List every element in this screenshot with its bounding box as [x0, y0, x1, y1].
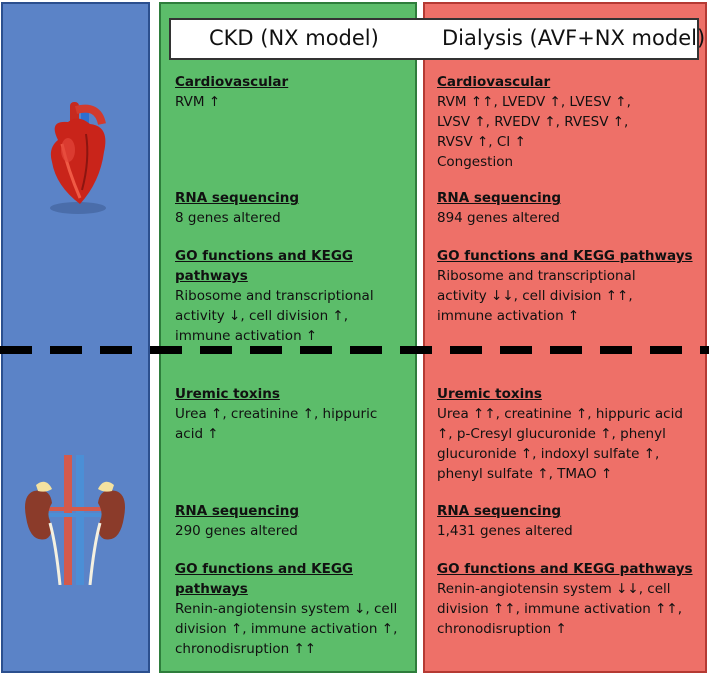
section-text: Urea ↑↑, creatinine ↑, hippuric acid ↑, …	[437, 406, 683, 482]
dialysis-kidney-go-block: GO functions and KEGG pathways Renin-ang…	[437, 559, 703, 639]
section-divider	[0, 346, 709, 354]
ckd-kidney-go-block: GO functions and KEGG pathways Renin-ang…	[175, 559, 415, 659]
dialysis-column	[423, 2, 707, 673]
section-text: 8 genes altered	[175, 210, 281, 226]
section-heading: GO functions and KEGG pathways	[437, 248, 693, 264]
ckd-heart-go-block: GO functions and KEGG pathways Ribosome …	[175, 246, 415, 346]
dialysis-uremic-toxins-block: Uremic toxins Urea ↑↑, creatinine ↑, hip…	[437, 384, 703, 484]
section-heading: Cardiovascular	[175, 74, 289, 90]
section-heading: GO functions and KEGG pathways	[175, 561, 353, 597]
section-heading: RNA sequencing	[437, 190, 561, 206]
dialysis-heart-go-block: GO functions and KEGG pathways Ribosome …	[437, 246, 703, 326]
section-text: 894 genes altered	[437, 210, 560, 226]
section-heading: RNA sequencing	[437, 503, 561, 519]
ckd-kidney-rna-block: RNA sequencing 290 genes altered	[175, 501, 415, 541]
section-text: Renin-angiotensin system ↓, cell divisio…	[175, 601, 398, 657]
header-box	[169, 18, 699, 60]
section-heading: RNA sequencing	[175, 190, 299, 206]
dialysis-heart-rna-block: RNA sequencing 894 genes altered	[437, 188, 703, 228]
section-text: 1,431 genes altered	[437, 523, 573, 539]
dialysis-kidney-rna-block: RNA sequencing 1,431 genes altered	[437, 501, 703, 541]
section-heading: Uremic toxins	[175, 386, 280, 402]
dialysis-cardiovascular-block: Cardiovascular RVM ↑↑, LVEDV ↑, LVESV ↑,…	[437, 72, 703, 172]
section-heading: Cardiovascular	[437, 74, 551, 90]
section-text: Urea ↑, creatinine ↑, hippuric acid ↑	[175, 406, 378, 442]
kidney-icon	[25, 455, 125, 585]
ckd-uremic-toxins-block: Uremic toxins Urea ↑, creatinine ↑, hipp…	[175, 384, 415, 444]
section-heading: RNA sequencing	[175, 503, 299, 519]
section-heading: Uremic toxins	[437, 386, 542, 402]
section-text: RVM ↑	[175, 94, 221, 110]
section-heading: GO functions and KEGG pathways	[437, 561, 693, 577]
section-text: Ribosome and transcriptional activity ↓↓…	[437, 268, 636, 324]
ckd-column	[159, 2, 417, 673]
heart-icon	[50, 102, 106, 214]
section-text: RVM ↑↑, LVEDV ↑, LVESV ↑, LVSV ↑, RVEDV …	[437, 94, 631, 170]
section-heading: GO functions and KEGG pathways	[175, 248, 353, 284]
ckd-header: CKD (NX model)	[209, 26, 379, 50]
section-text: Ribosome and transcriptional activity ↓,…	[175, 288, 374, 344]
section-text: Renin-angiotensin system ↓↓, cell divisi…	[437, 581, 682, 637]
ckd-cardiovascular-block: Cardiovascular RVM ↑	[175, 72, 415, 112]
section-text: 290 genes altered	[175, 523, 298, 539]
dialysis-header: Dialysis (AVF+NX model)	[442, 26, 706, 50]
ckd-heart-rna-block: RNA sequencing 8 genes altered	[175, 188, 415, 228]
